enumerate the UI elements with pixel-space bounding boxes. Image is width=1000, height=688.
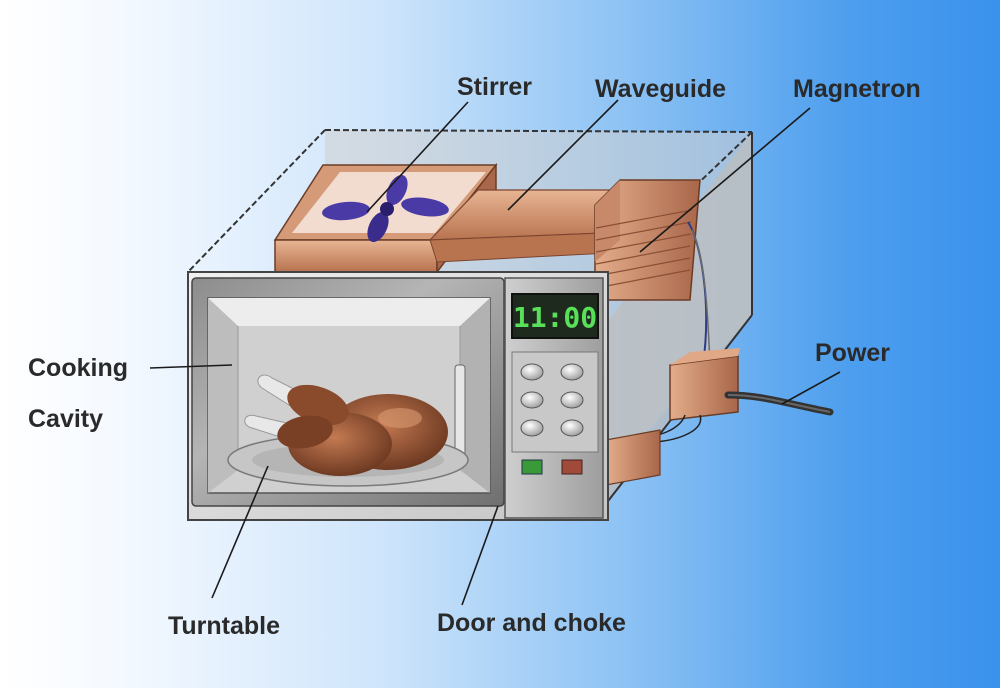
- keypad-button[interactable]: [520, 363, 544, 381]
- label-turntable: Turntable: [168, 612, 281, 640]
- choke-box: [605, 429, 661, 486]
- leader-lines: [149, 99, 841, 606]
- keypad-button[interactable]: [560, 363, 584, 381]
- keypad-button[interactable]: [560, 391, 584, 409]
- keypad-button[interactable]: [520, 419, 544, 437]
- keypad-button[interactable]: [520, 391, 544, 409]
- label-power: Power: [815, 339, 891, 367]
- keypad-button[interactable]: [560, 419, 584, 437]
- power-unit: [639, 348, 740, 443]
- waveguide: [428, 189, 629, 263]
- label-cooking: Cooking: [28, 354, 128, 382]
- label-stirrer: Stirrer: [457, 73, 533, 101]
- start-button[interactable]: [521, 459, 543, 475]
- label-door-and-choke: Door and choke: [437, 609, 626, 637]
- digital-display: [511, 293, 599, 339]
- label-cavity: Cavity: [28, 405, 104, 433]
- label-waveguide: Waveguide: [595, 75, 727, 103]
- power-cable: [724, 391, 834, 416]
- magnetron: [594, 179, 711, 366]
- stop-button[interactable]: [561, 459, 583, 475]
- stirrer-fan: [322, 175, 449, 242]
- label-magnetron: Magnetron: [793, 75, 921, 103]
- roast-chicken: [244, 374, 448, 476]
- control-panel: 11:00: [504, 277, 604, 519]
- display-time: 11:00: [513, 301, 597, 334]
